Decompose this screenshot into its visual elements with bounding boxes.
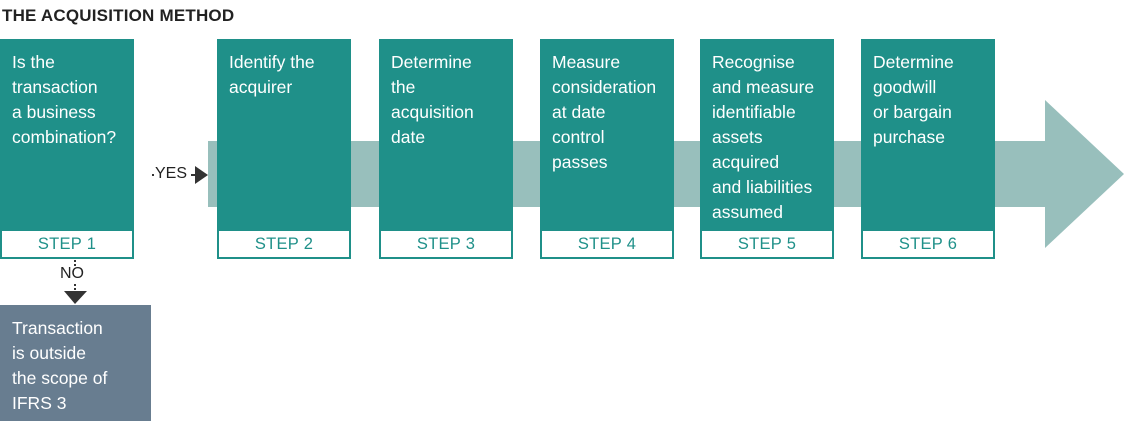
no-label: NO [60, 265, 84, 282]
yes-label: YES [155, 165, 188, 182]
outcome-box: Transaction is outside the scope of IFRS… [0, 305, 151, 421]
step-5-text: Recognise and measure identifiable asset… [712, 52, 815, 222]
step-2-box: Identify the acquirer STEP 2 [217, 39, 351, 259]
step-4-box: Measure consideration at date control pa… [540, 39, 674, 259]
step-3-box: Determine the acquisition date STEP 3 [379, 39, 513, 259]
step-4-label: STEP 4 [542, 231, 672, 257]
step-6-text: Determine goodwill or bargain purchase [873, 52, 954, 147]
step-4-text: Measure consideration at date control pa… [552, 52, 657, 172]
outcome-text: Transaction is outside the scope of IFRS… [12, 318, 108, 413]
step-1-box: Is the transaction a business combinatio… [0, 39, 134, 259]
step-5-label: STEP 5 [702, 231, 832, 257]
diagram-title: THE ACQUISITION METHOD [2, 6, 235, 25]
step-1-text: Is the transaction a business combinatio… [12, 52, 117, 147]
step-6-box: Determine goodwill or bargain purchase S… [861, 39, 995, 259]
step-3-label: STEP 3 [381, 231, 511, 257]
step-5-box: Recognise and measure identifiable asset… [700, 39, 834, 259]
no-arrowhead [64, 291, 87, 304]
step-1-label: STEP 1 [2, 231, 132, 257]
step-3-text: Determine the acquisition date [391, 52, 474, 147]
step-2-label: STEP 2 [219, 231, 349, 257]
step-6-label: STEP 6 [863, 231, 993, 257]
step-2-text: Identify the acquirer [229, 52, 315, 97]
yes-arrowhead [195, 166, 208, 184]
